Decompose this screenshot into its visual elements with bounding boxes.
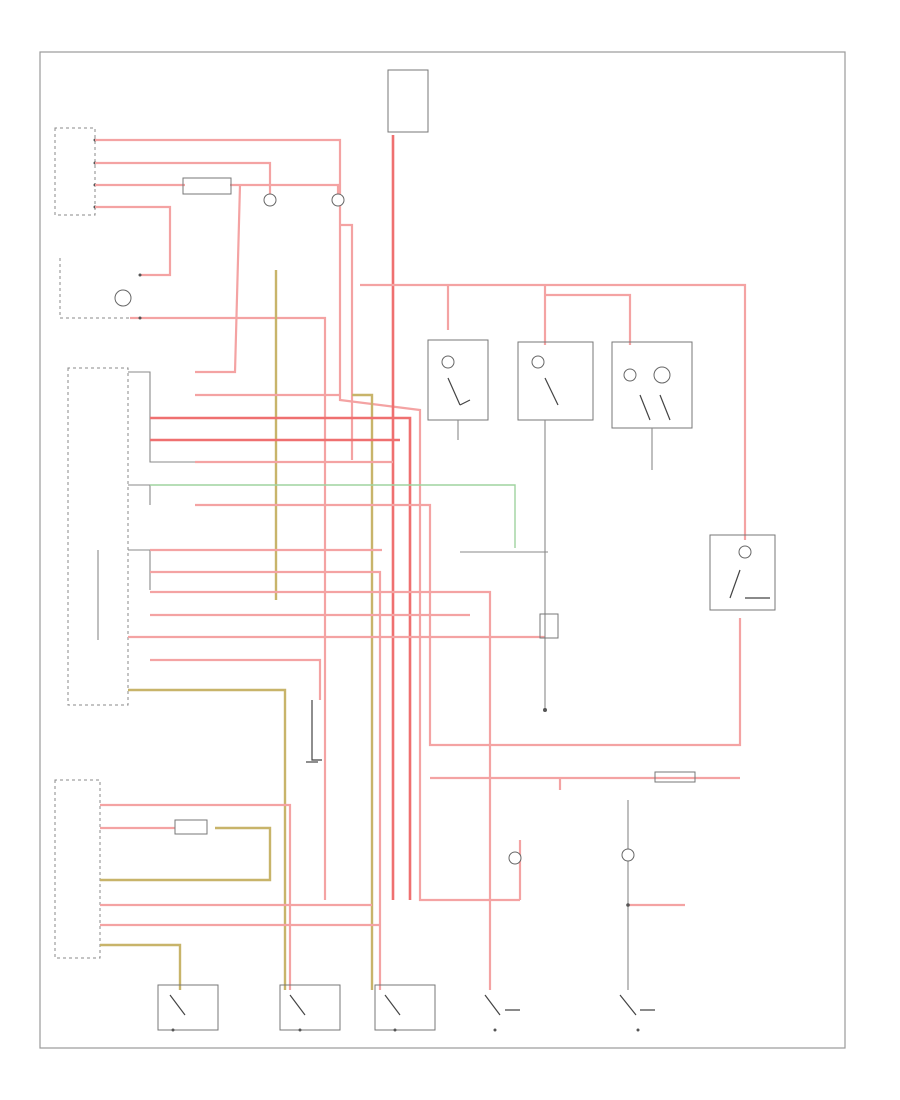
upper-lamps (59, 177, 345, 320)
right-lamp-units (427, 339, 693, 712)
lamp-icon (508, 851, 522, 865)
ground-symbol (306, 700, 322, 763)
middle-component (539, 613, 559, 639)
lamp-icon (653, 366, 671, 384)
lamp-icon (114, 289, 132, 307)
lower-left-module (54, 779, 380, 990)
upper-red-wires (95, 138, 520, 902)
lamp-icon (623, 368, 637, 382)
bottom-switch-row (157, 984, 655, 1032)
lamp-icon (738, 545, 752, 559)
module-output-wires (128, 184, 742, 990)
top-left-connector (54, 127, 97, 216)
yellow-wire-b (352, 393, 374, 990)
lamp-icon (263, 193, 277, 207)
diagram-frame (39, 51, 846, 1049)
right-switch-unit (709, 534, 776, 611)
lamp-icon (331, 193, 345, 207)
right-bus (360, 283, 747, 540)
lamp-icon (441, 355, 455, 369)
lower-right-section (430, 771, 740, 990)
lamp-icon (531, 355, 545, 369)
top-fuse (387, 69, 429, 900)
lamp-icon (621, 848, 635, 862)
